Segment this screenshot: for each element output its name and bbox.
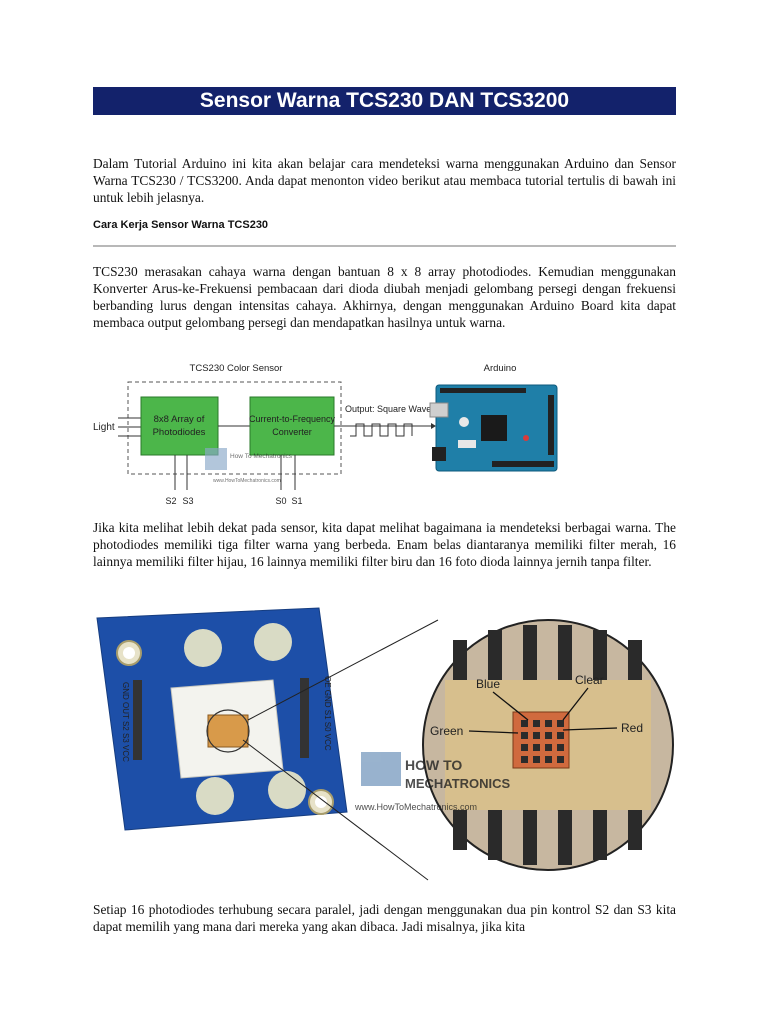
photo-watermark-line-2: MECHATRONICS <box>405 776 511 791</box>
chip-zoom-image: Blue Clear Green Red HOW TO MECHATRONICS… <box>354 619 674 871</box>
mounting-hole-inner-icon <box>315 796 327 808</box>
zoom-line-bottom <box>242 739 429 881</box>
output-label: Output: Square Wave <box>345 404 431 414</box>
green-pointer <box>468 730 519 734</box>
sensor-boundary <box>127 381 342 475</box>
arduino-label: Arduino <box>484 363 517 374</box>
led-icon <box>184 629 222 667</box>
pin-label-s2: S2 <box>165 496 176 506</box>
square-wave-icon <box>350 423 413 437</box>
light-label: Light <box>93 422 115 433</box>
led-icon <box>268 771 306 809</box>
label-red: Red <box>621 721 643 735</box>
diagram-watermark-logo: How To Mechatronics www.HowToMechatronic… <box>205 448 293 484</box>
tcs230-block-diagram: TCS230 Color Sensor Arduino Light 8x8 Ar… <box>93 363 558 506</box>
blue-pointer <box>492 691 529 721</box>
section-heading: Cara Kerja Sensor Warna TCS230 <box>93 219 269 231</box>
mounting-hole-inner-icon <box>123 647 135 659</box>
converter-box-line-2: Converter <box>272 427 312 437</box>
photo-watermark-line-1: HOW TO <box>405 757 462 773</box>
label-blue: Blue <box>476 677 500 691</box>
zoom-line-top <box>247 619 439 721</box>
diagram-watermark-url: www.HowToMechatronics.com <box>213 478 281 484</box>
photodiode-array-box <box>140 396 219 456</box>
label-green: Green <box>430 724 463 738</box>
led-icon <box>254 623 292 661</box>
pin-label-s1: S1 <box>291 496 302 506</box>
red-pointer <box>562 727 618 731</box>
arrow-head-2 <box>431 423 436 429</box>
label-clear: Clear <box>575 673 604 687</box>
paragraph-parallel: Setiap 16 photodiodes terhubung secara p… <box>93 902 676 934</box>
sensor-chip-icon <box>207 714 249 748</box>
array-box-line-2: Photodiodes <box>153 427 206 438</box>
converter-box-line-1: Current-to-Frequency <box>249 414 336 424</box>
converter-box <box>249 396 335 456</box>
diagram-watermark-text: How To Mechatronics <box>230 453 293 460</box>
clear-pointer <box>562 687 589 721</box>
photo-watermark-url: www.HowToMechatronics.com <box>354 802 477 812</box>
page-title: Sensor Warna TCS230 DAN TCS3200 <box>93 87 676 115</box>
sensor-label: TCS230 Color Sensor <box>190 363 283 374</box>
sensor-board-image: GND OUT S2 S3 VCC OE GND S1 S0 VCC <box>96 607 348 831</box>
board-pins-left: GND OUT S2 S3 VCC <box>121 682 130 762</box>
array-box-line-1: 8x8 Array of <box>154 414 205 425</box>
paragraph-filters: Jika kita melihat lebih dekat pada senso… <box>93 520 676 569</box>
pin-header-icon <box>300 678 309 758</box>
tcs230-module-photo: GND OUT S2 S3 VCC OE GND S1 S0 VCC <box>96 607 674 881</box>
intro-paragraph: Dalam Tutorial Arduino ini kita akan bel… <box>93 156 676 205</box>
pin-label-s3: S3 <box>182 496 193 506</box>
pin-header-icon <box>133 680 142 760</box>
paragraph-how-it-works: TCS230 merasakan cahaya warna dengan ban… <box>93 264 676 330</box>
section-divider <box>93 245 676 247</box>
led-icon <box>196 777 234 815</box>
arduino-board-icon <box>429 384 558 472</box>
board-pins-right: OE GND S1 S0 VCC <box>323 676 332 751</box>
pin-label-s0: S0 <box>275 496 286 506</box>
photo-watermark-logo: HOW TO MECHATRONICS www.HowToMechatronic… <box>354 752 511 812</box>
